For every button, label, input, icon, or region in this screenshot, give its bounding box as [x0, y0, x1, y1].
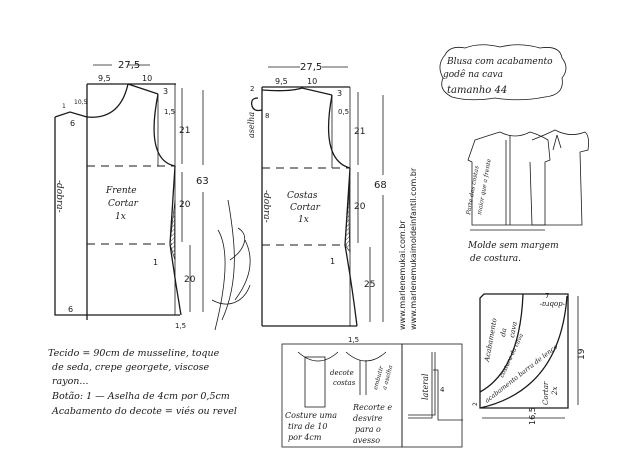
- front-armhole-height: 21: [179, 126, 190, 136]
- loop-step1: Costure uma: [285, 411, 337, 420]
- back-neck-width: 9,5: [275, 77, 288, 86]
- loop-step1: por 4cm: [288, 433, 322, 442]
- godet-label: cava: [508, 321, 519, 338]
- title-cloud: [439, 44, 567, 101]
- loop-instruction-box: [281, 343, 403, 448]
- side-label: lateral: [421, 373, 430, 400]
- materials-line: de seda, crepe georgete, viscose: [52, 362, 210, 373]
- materials-line: Acabamento do decote = viés ou revel: [51, 406, 237, 417]
- loop-step2: Recorte e: [352, 403, 392, 412]
- sketch-caption: Molde sem margem: [467, 241, 559, 251]
- godet-top: 7: [545, 292, 549, 300]
- front-neck-depth: 10,5: [74, 99, 88, 106]
- godet-width: 16,5: [528, 407, 537, 425]
- back-fold-label: -dobra-: [261, 190, 271, 223]
- front-hip-section: 20: [184, 275, 196, 285]
- loop-step2: avesso: [353, 436, 380, 445]
- front-shoulder-drop: 3: [163, 87, 168, 96]
- blouse-sketch: [467, 129, 589, 231]
- materials-line: Botão: 1 — Aselha de 4cm por 0,5cm: [51, 391, 230, 402]
- back-armhole-mark: 0,5: [338, 108, 349, 116]
- side-measure: 4: [440, 386, 445, 394]
- sketch-caption: de costura.: [470, 254, 521, 264]
- designer-signature: [211, 199, 251, 331]
- front-fold-ext-bottom: 6: [68, 305, 73, 314]
- back-loop-top: 2: [250, 85, 254, 93]
- godet-cut: Cortar: [542, 381, 550, 405]
- front-neck-width: 9,5: [98, 74, 111, 83]
- loop-decote: decote: [330, 369, 354, 377]
- back-total-length: 68: [374, 180, 387, 191]
- front-width-label: 27,5: [118, 60, 140, 71]
- front-qty: 1x: [115, 212, 126, 222]
- godet-label: da: [499, 327, 508, 337]
- front-shoulder: 10: [142, 74, 152, 83]
- website-link[interactable]: www.marlenemukaimoldeinfantil.com.br: [409, 167, 418, 330]
- front-fold-ext-top: 6: [70, 119, 75, 128]
- front-pattern-piece: [54, 64, 204, 320]
- front-fold-label: -dobra-: [54, 180, 64, 213]
- back-qty: 1x: [298, 215, 309, 225]
- back-title: Costas: [287, 191, 318, 201]
- godet-label: Acabamento: [483, 318, 499, 364]
- loop-step1: tira de 10: [288, 422, 328, 431]
- godet-cut: 2x: [551, 387, 559, 396]
- front-waist-section: 20: [179, 200, 191, 210]
- back-side-in: 1: [330, 257, 335, 266]
- title-line: Blusa com acabamento: [446, 57, 553, 67]
- back-waist-section: 20: [354, 202, 366, 212]
- front-title: Frente: [105, 186, 137, 196]
- godet-height: 19: [577, 348, 587, 360]
- loop-step2: desvire: [353, 414, 383, 423]
- back-shoulder: 10: [307, 77, 317, 86]
- front-total-length: 63: [196, 176, 209, 187]
- front-cut: Cortar: [108, 199, 139, 209]
- website-link[interactable]: www.marlenemukai.com.br: [398, 220, 407, 330]
- title-line: tamanho 44: [447, 85, 507, 96]
- materials-line: Tecido = 90cm de musseline, toque: [48, 348, 220, 359]
- back-armhole-height: 21: [354, 127, 365, 137]
- godet-pattern-piece: [479, 293, 579, 419]
- back-width-label: 27,5: [300, 62, 322, 73]
- back-hem-out: 1,5: [348, 336, 359, 344]
- front-hem-out: 1,5: [175, 322, 186, 330]
- back-pattern-piece: [250, 66, 384, 327]
- back-cut: Cortar: [290, 203, 321, 213]
- back-loop-label: aselha: [247, 112, 256, 138]
- godet-corner: 2: [472, 402, 479, 406]
- materials-line: rayon...: [52, 376, 88, 387]
- title-line: godê na cava: [443, 69, 503, 80]
- front-neck-small: 1: [62, 103, 66, 110]
- back-loop-length: 8: [265, 112, 269, 120]
- godet-fold: -dobra-: [539, 300, 565, 308]
- back-hip-section: 25: [364, 280, 375, 290]
- front-side-in: 1: [153, 258, 158, 267]
- back-shoulder-drop: 3: [337, 89, 342, 98]
- side-seam-box: [401, 343, 463, 448]
- loop-decote: costas: [333, 379, 356, 387]
- loop-step2: para o: [355, 425, 381, 434]
- front-armhole-mark: 1,5: [164, 108, 175, 116]
